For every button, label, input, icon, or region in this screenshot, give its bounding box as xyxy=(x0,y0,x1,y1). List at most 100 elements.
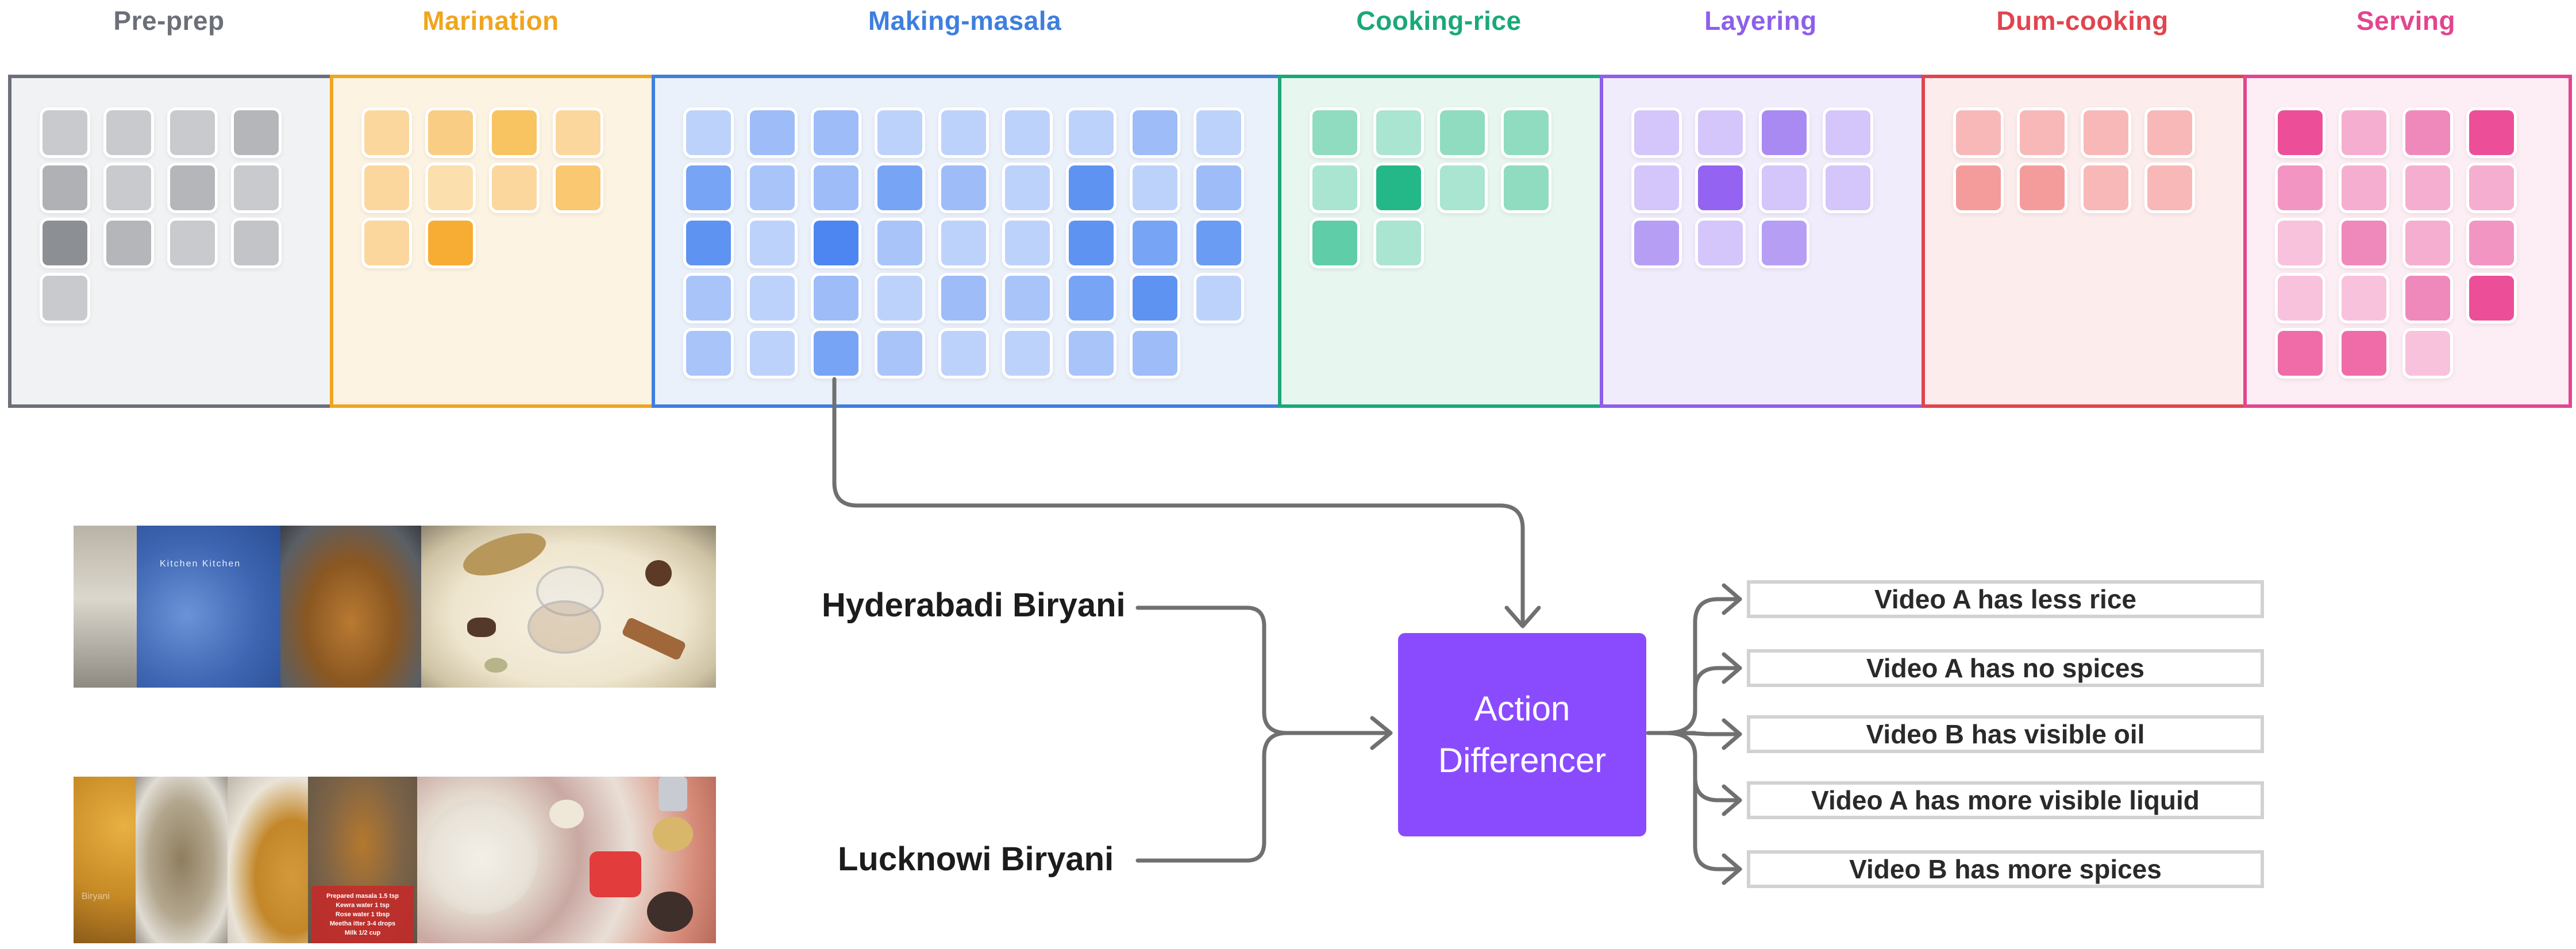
connector-output-5 xyxy=(1664,731,1742,871)
segment-cell xyxy=(877,331,922,376)
segment-cell xyxy=(686,276,731,321)
segment-cell xyxy=(750,110,795,155)
stage-label-layering: Layering xyxy=(1704,6,1817,36)
segment-cell xyxy=(1069,110,1114,155)
segment-cell xyxy=(2342,165,2386,210)
segment-cell xyxy=(2147,110,2192,155)
segment-cell xyxy=(1634,221,1679,265)
segment-cell xyxy=(428,110,473,155)
segment-cell xyxy=(1762,110,1807,155)
segment-cell xyxy=(428,165,473,210)
segment-cell xyxy=(941,165,986,210)
stage-panel-cooking-rice xyxy=(1278,75,1603,408)
video-a-label: Hyderabadi Biryani xyxy=(822,587,1126,624)
segment-cell xyxy=(750,221,795,265)
segment-cell xyxy=(941,110,986,155)
segment-cell xyxy=(2020,165,2065,210)
segment-cell xyxy=(2147,165,2192,210)
segment-cell xyxy=(1196,276,1241,321)
segment-cell xyxy=(2469,165,2514,210)
segment-cell xyxy=(492,165,537,210)
segment-cell xyxy=(750,165,795,210)
connector-video-b xyxy=(1135,731,1392,863)
segment-cell xyxy=(43,276,87,321)
difference-output-3: Video B has visible oil xyxy=(1747,715,2264,753)
segment-cell xyxy=(1762,165,1807,210)
segment-cell xyxy=(2405,276,2450,321)
segment-cell xyxy=(1133,331,1177,376)
hyderabadi-watermark: Kitchen Kitchen xyxy=(160,559,241,569)
arrowhead-output-2 xyxy=(1722,652,1742,684)
difference-output-2: Video A has no spices xyxy=(1747,649,2264,687)
segment-cell xyxy=(1069,221,1114,265)
segment-cell xyxy=(941,276,986,321)
segment-cell xyxy=(2342,276,2386,321)
stage-label-serving: Serving xyxy=(2356,6,2456,36)
segment-cell xyxy=(1005,221,1050,265)
star-anise xyxy=(645,560,672,587)
hyderabadi-frame-strip: Kitchen Kitchen xyxy=(74,526,716,688)
lucknowi-frame-strip: Biryani Prepared masala 1.5 tsp Kewra wa… xyxy=(74,777,716,943)
segment-cell xyxy=(1133,165,1177,210)
segment-cell xyxy=(2342,331,2386,376)
segment-cell xyxy=(556,165,600,210)
difference-output-4: Video A has more visible liquid xyxy=(1747,781,2264,819)
segment-cell xyxy=(1133,276,1177,321)
segment-cell xyxy=(364,165,409,210)
difference-output-1: Video A has less rice xyxy=(1747,580,2264,618)
segment-cell xyxy=(1826,165,1870,210)
stage-label-cooking-rice: Cooking-rice xyxy=(1356,6,1522,36)
stage-panel-marination xyxy=(330,75,655,408)
spice-bowl-2 xyxy=(527,600,601,654)
segment-cell xyxy=(814,221,858,265)
segment-cell xyxy=(1005,331,1050,376)
segment-cell xyxy=(2469,276,2514,321)
segment-cell xyxy=(364,221,409,265)
video-b-label: Lucknowi Biryani xyxy=(838,840,1114,878)
differencer-line-1: Action xyxy=(1474,689,1570,728)
segment-cell xyxy=(1196,110,1241,155)
segment-cell xyxy=(2278,276,2323,321)
arrowhead-into-differencer xyxy=(1504,605,1541,628)
segment-cell xyxy=(2084,165,2128,210)
segment-cell xyxy=(43,221,87,265)
small-bowl-1 xyxy=(549,800,584,828)
small-bowl-2 xyxy=(653,817,693,851)
segment-cell xyxy=(1698,221,1743,265)
segment-cell xyxy=(814,276,858,321)
segment-cell xyxy=(170,110,215,155)
segment-cell xyxy=(814,165,858,210)
segment-cell xyxy=(686,221,731,265)
jar xyxy=(659,777,687,811)
stage-panel-making-masala xyxy=(652,75,1281,408)
segment-cell xyxy=(2342,221,2386,265)
lucknowi-frame-3 xyxy=(228,777,308,943)
stage-label-dum-cooking: Dum-cooking xyxy=(1996,6,2169,36)
segment-cell xyxy=(556,110,600,155)
connector-segment-to-differencer xyxy=(832,377,1525,626)
segment-cell xyxy=(2405,331,2450,376)
segment-cell xyxy=(750,331,795,376)
segment-cell xyxy=(1376,110,1421,155)
segment-cell xyxy=(234,110,279,155)
hyderabadi-frame-1 xyxy=(74,526,137,688)
segment-cell xyxy=(2278,165,2323,210)
segment-cell xyxy=(1312,110,1357,155)
segment-cell xyxy=(1634,110,1679,155)
stage-label-marination: Marination xyxy=(422,6,559,36)
lucknowi-watermark: Biryani xyxy=(82,892,110,901)
segment-cell xyxy=(1196,165,1241,210)
recipe-line-3: Rose water 1 tbsp xyxy=(335,911,390,918)
segment-cell xyxy=(1826,110,1870,155)
segment-cell xyxy=(43,165,87,210)
recipe-overlay: Prepared masala 1.5 tsp Kewra water 1 ts… xyxy=(311,886,414,943)
segment-cell xyxy=(1698,110,1743,155)
connector-video-a xyxy=(1135,605,1392,735)
segment-cell xyxy=(43,110,87,155)
segment-cell xyxy=(1005,165,1050,210)
segment-cell xyxy=(364,110,409,155)
segment-cell xyxy=(686,331,731,376)
segment-cell xyxy=(1376,165,1421,210)
arrowhead-output-1 xyxy=(1722,583,1742,615)
